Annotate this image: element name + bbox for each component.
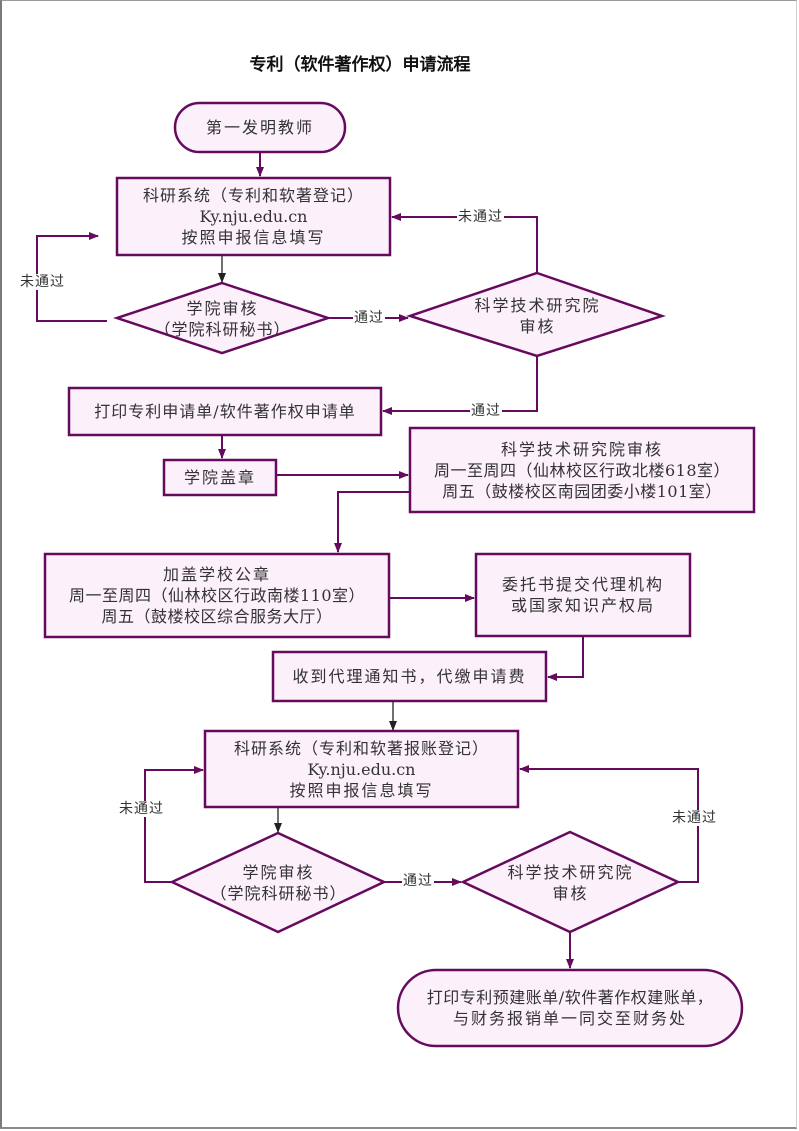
label-college1-pass: 通过 — [353, 310, 385, 326]
research-review-2-line-1: 科学技术研究院 — [507, 863, 634, 882]
school-seal-box-shape — [43, 552, 391, 639]
research-review-1-line-1: 科学技术研究院 — [474, 296, 601, 315]
college-review-2-line-1: 学院审核 — [242, 863, 315, 882]
reimburse-register-line-1: 科研系统（专利和软著报账登记） — [233, 738, 489, 758]
college-seal-node[interactable]: 学院盖章 — [164, 460, 276, 495]
receive-notice-line-1: 收到代理通知书，代缴申请费 — [292, 667, 527, 686]
research-review-2-line-2: 审核 — [552, 884, 589, 903]
label-college2-fail: 未通过 — [118, 801, 165, 817]
submit-agency-line-1: 委托书提交代理机构 — [501, 575, 664, 594]
edge-college2-fail — [144, 766, 204, 883]
college-review-1-diamond — [113, 281, 332, 355]
register-url: Ky.nju.edu.cn — [199, 207, 308, 226]
research-office-review-box-shape — [408, 426, 756, 514]
label-research2-fail: 未通过 — [671, 810, 718, 826]
end-line-1: 打印专利预建账单/软件著作权建账单， — [426, 988, 714, 1007]
school-seal-line-3: 周五（鼓楼校区综合服务大厅） — [101, 607, 333, 626]
research-review-1-line-2: 审核 — [519, 317, 556, 336]
school-seal-line-1: 加盖学校公章 — [162, 565, 271, 584]
end-line-2: 与财务报销单一同交至财务处 — [452, 1009, 687, 1028]
research-office-review-line-2: 周一至周四（仙林校区行政北楼618室） — [433, 460, 731, 480]
research-review-2-node[interactable]: 科学技术研究院 审核 — [478, 857, 663, 909]
reimburse-register-node[interactable]: 科研系统（专利和软著报账登记） Ky.nju.edu.cn 按照申报信息填写 — [205, 731, 518, 807]
print-application-line-1: 打印专利申请单/软件著作权申请单 — [94, 402, 356, 421]
edge-research1-pass — [382, 356, 538, 415]
school-seal-line-2: 周一至周四（仙林校区行政南楼110室） — [68, 586, 366, 605]
register-node[interactable]: 科研系统（专利和软著登记） Ky.nju.edu.cn 按照申报信息填写 — [117, 178, 390, 255]
college-seal-line-1: 学院盖章 — [183, 468, 256, 487]
receive-notice-box-shape — [271, 650, 548, 703]
start-node[interactable]: 第一发明教师 — [175, 103, 345, 152]
edge-office-to-school-seal — [334, 491, 410, 553]
label-research1-pass: 通过 — [470, 403, 502, 419]
register-line-1: 科研系统（专利和软著登记） — [142, 186, 364, 205]
label-college2-pass: 通过 — [402, 873, 434, 889]
college-review-2-diamond — [169, 831, 387, 934]
register-line-3: 按照申报信息填写 — [181, 228, 326, 247]
submit-agency-line-2: 或国家知识产权局 — [510, 596, 655, 615]
college-review-2-line-2: （学院科研秘书） — [210, 884, 347, 903]
college-review-2-node[interactable]: 学院审核 （学院科研秘书） — [196, 857, 361, 909]
research-office-review-line-3: 周五（鼓楼校区南园团委小楼101室） — [442, 481, 722, 501]
research-review-1-node[interactable]: 科学技术研究院 审核 — [445, 290, 630, 342]
research-office-review-node[interactable]: 科学技术研究院审核 周一至周四（仙林校区行政北楼618室） 周五（鼓楼校区南园团… — [410, 428, 754, 512]
college-review-1-line-2: （学院科研秘书） — [154, 320, 291, 339]
college-seal-box-shape — [162, 458, 278, 497]
page-title: 专利（软件著作权）申请流程 — [249, 55, 471, 75]
print-application-box-shape — [67, 386, 383, 437]
edge-agency-to-notice — [547, 636, 584, 681]
print-application-node[interactable]: 打印专利申请单/软件著作权申请单 — [69, 388, 381, 435]
research-office-review-line-1: 科学技术研究院审核 — [500, 439, 663, 459]
college-review-1-line-1: 学院审核 — [186, 299, 259, 318]
submit-agency-box-shape — [474, 552, 692, 638]
end-node[interactable]: 打印专利预建账单/软件著作权建账单， 与财务报销单一同交至财务处 — [398, 970, 742, 1046]
end-terminator-shape — [396, 968, 744, 1048]
school-seal-node[interactable]: 加盖学校公章 周一至周四（仙林校区行政南楼110室） 周五（鼓楼校区综合服务大厅… — [45, 554, 389, 637]
receive-notice-node[interactable]: 收到代理通知书，代缴申请费 — [273, 652, 546, 701]
college-review-1-node[interactable]: 学院审核 （学院科研秘书） — [140, 293, 305, 345]
label-research1-fail: 未通过 — [457, 209, 504, 225]
submit-agency-node[interactable]: 委托书提交代理机构 或国家知识产权局 — [476, 554, 690, 636]
edge-research1-fail — [391, 213, 538, 273]
reimburse-register-box-shape — [203, 729, 520, 809]
reimburse-register-url: Ky.nju.edu.cn — [307, 759, 416, 779]
reimburse-register-line-3: 按照申报信息填写 — [289, 780, 434, 800]
start-line-1: 第一发明教师 — [205, 118, 314, 137]
label-college1-fail: 未通过 — [19, 274, 66, 290]
register-box-shape — [115, 176, 392, 257]
